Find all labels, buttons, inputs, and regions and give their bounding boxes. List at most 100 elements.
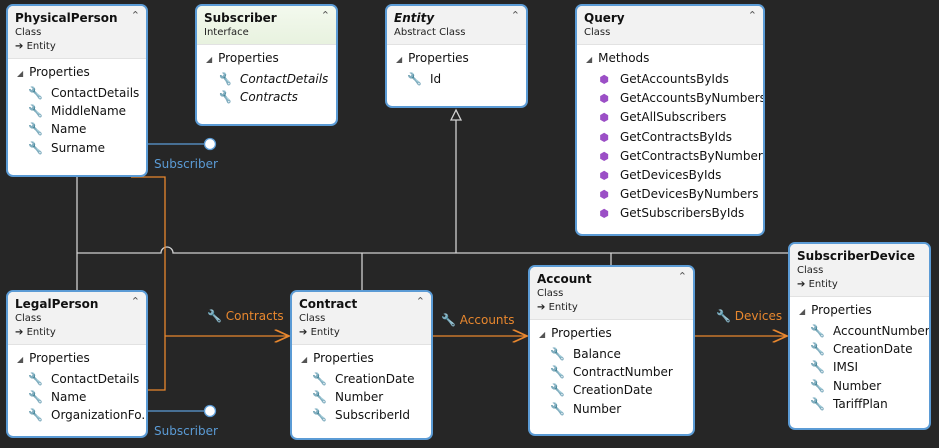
class-subscriber-device[interactable]: SubscriberDevice Class ➔ Entity ◢Propert… [788,242,931,430]
method-row[interactable]: ⬢GetContractsByIds [577,128,763,147]
wrench-icon: 🔧 [810,342,825,357]
method-row[interactable]: ⬢GetAllSubscribers [577,108,763,127]
property-row[interactable]: 🔧Balance [530,345,693,363]
contracts-association-label[interactable]: 🔧 Contracts [207,309,284,323]
property-row[interactable]: 🔧MiddleName [8,102,146,120]
method-row[interactable]: ⬢GetAccountsByNumbers [577,89,763,108]
wrench-icon: 🔧 [28,408,43,423]
section-header[interactable]: ◢Properties [17,65,90,79]
property-row[interactable]: 🔧SubscriberId [292,406,431,424]
method-cube-icon: ⬢ [599,169,609,183]
method-row[interactable]: ⬢GetDevicesByIds [577,166,763,185]
arrow-right-icon: ➔ [797,279,806,290]
property-row[interactable]: 🔧OrganizationFo... [8,406,146,424]
class-physical-person[interactable]: PhysicalPerson Class ➔ Entity ⌃ ◢Propert… [6,4,148,177]
class-kind: Abstract Class [394,27,466,38]
collapse-triangle-icon: ◢ [799,307,806,316]
class-name: Subscriber [204,11,277,25]
section-header[interactable]: ◢Methods [586,51,650,65]
class-name: Query [584,11,625,25]
class-header: PhysicalPerson Class ➔ Entity ⌃ [8,6,146,59]
property-row[interactable]: 🔧Number [790,377,929,395]
wrench-icon: 🔧 [810,396,825,411]
method-row[interactable]: ⬢GetSubscribersByIds [577,204,763,223]
wrench-icon: 🔧 [716,309,731,323]
inheritance-triangle [449,108,463,121]
property-row[interactable]: 🔧CreationDate [790,340,929,358]
class-kind: Class [797,265,824,276]
class-query[interactable]: Query Class ⌃ ◢Methods ⬢GetAccountsByIds… [575,4,765,236]
class-kind: Interface [204,27,249,38]
base-class: ➔ Entity [15,327,56,338]
wrench-icon: 🔧 [550,383,565,398]
class-entity[interactable]: Entity Abstract Class ⌃ ◢Properties 🔧Id [385,4,528,108]
devices-association-label[interactable]: 🔧 Devices [716,309,782,323]
wrench-icon: 🔧 [550,347,565,361]
class-kind: Class [299,313,326,324]
collapse-triangle-icon: ◢ [539,330,546,339]
wrench-icon: 🔧 [810,378,825,393]
double-chevron-up-icon[interactable]: ⌃ [677,270,687,283]
method-row[interactable]: ⬢GetContractsByNumbers [577,147,763,166]
collapse-triangle-icon: ◢ [396,55,403,64]
property-row[interactable]: 🔧Surname [8,139,146,157]
arrow-right-icon: ➔ [15,41,24,52]
interface-subscriber[interactable]: Subscriber Interface ⌃ ◢Properties 🔧Cont… [195,4,338,126]
section-header[interactable]: ◢Properties [539,326,612,340]
class-account[interactable]: Account Class ➔ Entity ⌃ ◢Properties 🔧Ba… [528,265,695,436]
wrench-icon: 🔧 [550,401,565,416]
section-header[interactable]: ◢Properties [17,351,90,365]
accounts-association-label[interactable]: 🔧 Accounts [441,313,514,327]
property-row[interactable]: 🔧ContactDetails [8,84,146,102]
double-chevron-up-icon[interactable]: ⌃ [130,295,140,308]
property-row[interactable]: 🔧ContactDetails [197,70,336,88]
method-cube-icon: ⬢ [599,111,609,125]
property-row[interactable]: 🔧Number [530,400,693,418]
inheritance-lines [76,112,873,290]
double-chevron-up-icon[interactable]: ⌃ [510,9,520,22]
property-row[interactable]: 🔧Name [8,120,146,138]
class-header: SubscriberDevice Class ➔ Entity [790,244,929,297]
wrench-icon: 🔧 [217,72,232,86]
property-row[interactable]: 🔧Id [387,70,526,88]
property-row[interactable]: 🔧IMSI [790,358,929,376]
double-chevron-up-icon[interactable]: ⌃ [130,9,140,22]
section-header[interactable]: ◢Properties [799,303,872,317]
accounts-association-text: Accounts [459,313,515,327]
subscriber-lollipop-label-bottom: Subscriber [154,424,218,438]
wrench-icon: 🔧 [550,365,565,380]
arrow-right-icon: ➔ [15,327,24,338]
contracts-association-text: Contracts [225,309,284,323]
class-kind: Class [15,313,42,324]
collapse-triangle-icon: ◢ [586,55,593,64]
section-header[interactable]: ◢Properties [206,51,279,65]
wrench-icon: 🔧 [810,324,825,338]
section-header[interactable]: ◢Properties [396,51,469,65]
property-row[interactable]: 🔧Name [8,388,146,406]
base-class: ➔ Entity [299,327,340,338]
wrench-icon: 🔧 [312,408,327,423]
class-contract[interactable]: Contract Class ➔ Entity ⌃ ◢Properties 🔧C… [290,290,433,440]
class-kind: Class [584,27,611,38]
class-header: Account Class ➔ Entity ⌃ [530,267,693,320]
property-row[interactable]: 🔧CreationDate [292,370,431,388]
method-row[interactable]: ⬢GetAccountsByIds [577,70,763,89]
property-row[interactable]: 🔧Contracts [197,88,336,106]
double-chevron-up-icon[interactable]: ⌃ [415,295,425,308]
wrench-icon: 🔧 [28,140,43,155]
wrench-icon: 🔧 [217,90,232,105]
property-row[interactable]: 🔧Number [292,388,431,406]
property-row[interactable]: 🔧ContractNumber [530,363,693,381]
property-row[interactable]: 🔧CreationDate [530,381,693,399]
double-chevron-up-icon[interactable]: ⌃ [747,9,757,22]
method-row[interactable]: ⬢GetDevicesByNumbers [577,185,763,204]
wrench-icon: 🔧 [810,360,825,375]
method-cube-icon: ⬢ [599,73,609,86]
property-row[interactable]: 🔧AccountNumber [790,322,929,340]
section-header[interactable]: ◢Properties [301,351,374,365]
devices-association-text: Devices [734,309,783,323]
double-chevron-up-icon[interactable]: ⌃ [320,9,330,22]
class-legal-person[interactable]: LegalPerson Class ➔ Entity ⌃ ◢Properties… [6,290,148,438]
property-row[interactable]: 🔧ContactDetails [8,370,146,388]
property-row[interactable]: 🔧TariffPlan [790,395,929,413]
